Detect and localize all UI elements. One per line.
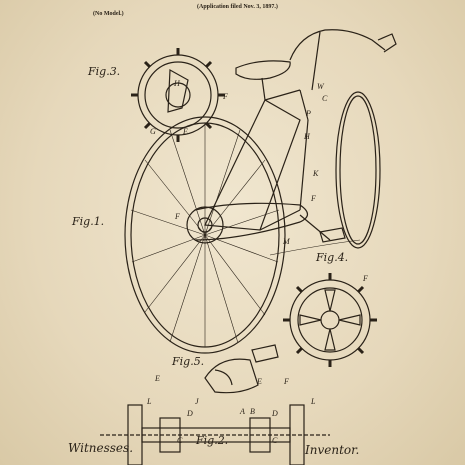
fig1-bicycle (124, 29, 397, 354)
ref-letter-e-fig5: E (257, 377, 262, 386)
ref-letter-c-fig2-right: C (272, 436, 278, 445)
fig3-label: Fig.3. (88, 65, 121, 78)
application-note: (Application filed Nov. 3, 1897.) (197, 4, 278, 10)
ref-letter-k: K (313, 169, 319, 178)
ref-letter-d-right: D (272, 409, 278, 418)
ref-letter-g-fig3: G (150, 127, 156, 136)
ref-letter-e-fig3: E (183, 127, 188, 136)
ref-letter-b: B (250, 407, 255, 416)
ref-letter-j: J (195, 397, 199, 406)
ref-letter-f-fig3: F (223, 92, 228, 101)
ref-letter-f-fig4: F (363, 274, 368, 283)
ref-letter-f-fig5: F (284, 377, 289, 386)
fig4-sprocket (283, 273, 377, 367)
witnesses-label: Witnesses. (68, 441, 134, 455)
ref-letter-h-fig1: H (304, 132, 310, 141)
ref-letter-f-hub: F (175, 212, 180, 221)
fig5-label: Fig.5. (172, 355, 205, 368)
fig2-label: Fig.2. (196, 434, 229, 447)
ref-letter-l-left: L (147, 397, 152, 406)
ref-letter-m: M (283, 237, 290, 246)
ref-letter-d: D (187, 409, 193, 418)
fig5-part (204, 344, 279, 394)
fig1-label: Fig.1. (72, 215, 105, 228)
ref-letter-h-fig3: H (174, 79, 180, 88)
ref-letter-l-right: L (311, 397, 316, 406)
ref-letter-p: P (306, 109, 311, 118)
fig3-sprocket (131, 48, 225, 142)
inventor-label: Inventor. (305, 443, 360, 457)
ref-letter-f-fig1: F (311, 194, 316, 203)
ref-letter-e-left: E (155, 374, 160, 383)
model-note: (No Model.) (93, 11, 124, 17)
ref-letter-w: W (317, 82, 324, 91)
ref-letter-c: C (322, 94, 328, 103)
fig4-label: Fig.4. (316, 251, 349, 264)
ref-letter-a: A (240, 407, 245, 416)
fig2-axle-assembly (100, 404, 330, 465)
ref-letter-c-fig2: C (177, 436, 183, 445)
